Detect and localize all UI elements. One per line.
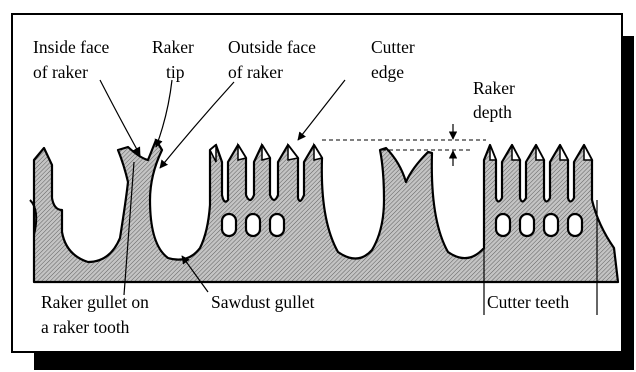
label-sawdust-gullet: Sawdust gullet <box>211 292 315 312</box>
label-cutter-teeth: Cutter teeth <box>487 292 569 312</box>
